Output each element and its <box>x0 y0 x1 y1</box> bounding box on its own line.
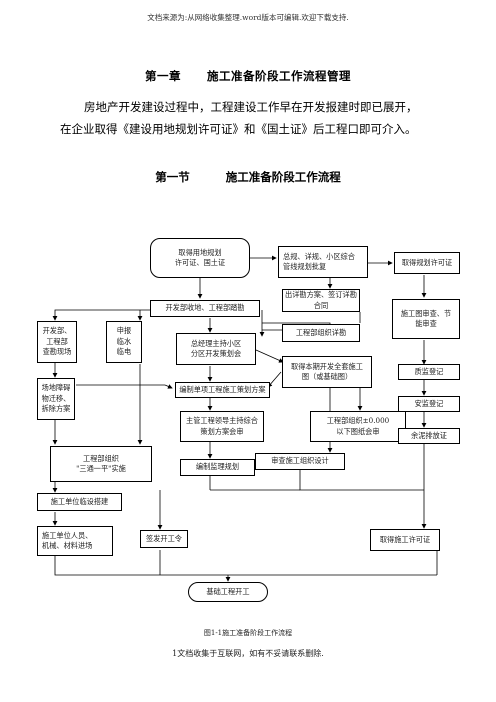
box-mobilization: 施工单位人员、 机械、材料进场 <box>37 526 113 556</box>
box-drawing-review: 施工图审查、节 能审查 <box>392 299 460 339</box>
chapter-title: 第一章 施工准备阶段工作流程管理 <box>0 68 496 84</box>
box-construction-drawings: 取得本期开发全套施工 图（或基础图） <box>282 356 372 388</box>
section-name: 施工准备阶段工作流程 <box>225 170 341 184</box>
box-quality-registration: 质监登记 <box>398 364 460 380</box>
box-site-leveling: 工程部组织 "三通一平"实施 <box>50 446 152 482</box>
box-land-permit: 取得用地规划 许可证、国土证 <box>150 238 250 278</box>
page-footer: 1文档收集于互联网，如有不妥请联系删除. <box>172 649 324 658</box>
box-site-survey: 开发部收地、工程部踏勘 <box>150 300 260 317</box>
intro-line-2: 在企业取得《建设用地规划许可证》和《国土证》后工程口即可介入。 <box>60 122 417 136</box>
box-survey-plan: 出详勘方案、签订详勘 合同 <box>282 289 360 312</box>
box-construction-permit: 取得施工许可证 <box>370 529 440 551</box>
intro-line-1: 房地产开发建设过程中，工程建设工作早在开发报建时即已展开， <box>84 100 418 114</box>
box-start-order: 签发开工令 <box>140 530 188 548</box>
box-foundation-start: 基础工程开工 <box>188 582 268 602</box>
chapter-number: 第一章 <box>145 69 181 83</box>
box-obstacle-removal: 场地障碍 物迁移、 拆除方案 <box>37 378 75 420</box>
box-planning-approval: 总规、详规、小区综合 管线规划批复 <box>278 246 368 278</box>
section-title: 第一节 施工准备阶段工作流程 <box>0 169 496 185</box>
box-review-org-design: 审查施工组织设计 <box>255 453 345 470</box>
box-temp-facilities: 施工单位临设搭建 <box>37 493 122 511</box>
figure-caption: 图1-1施工准备阶段工作流程 <box>203 629 293 637</box>
box-temp-utilities: 申报 临水 临电 <box>106 321 142 363</box>
section-number: 第一节 <box>155 170 190 184</box>
box-safety-registration: 安监登记 <box>398 396 460 412</box>
chapter-name: 施工准备阶段工作流程管理 <box>207 69 351 83</box>
box-planning-license: 取得规划许可证 <box>394 252 460 274</box>
box-waste-discharge-permit: 余泥排放证 <box>398 428 460 444</box>
page-header: 文档来源为:从网络收集整理.word版本可编辑.欢迎下载支持. <box>147 13 349 22</box>
intro-paragraph: 房地产开发建设过程中，工程建设工作早在开发报建时即已展开， 在企业取得《建设用地… <box>60 96 450 140</box>
box-gm-planning-meeting: 总经理主持小区 分区开发策划会 <box>176 333 256 365</box>
box-detailed-survey: 工程部组织详勘 <box>282 324 360 342</box>
box-comprehensive-review: 主管工程领导主持综合 策划方案会审 <box>180 411 264 442</box>
box-site-inspection: 开发部、 工程部 查勘现场 <box>37 321 77 363</box>
box-single-project-plan: 编制单项工程施工策划方案 <box>175 382 270 398</box>
box-supervision-plan: 编制监理规划 <box>180 459 255 476</box>
box-foundation-drawing-review: 工程部组织±0.000 以下图纸会审 <box>310 411 406 442</box>
